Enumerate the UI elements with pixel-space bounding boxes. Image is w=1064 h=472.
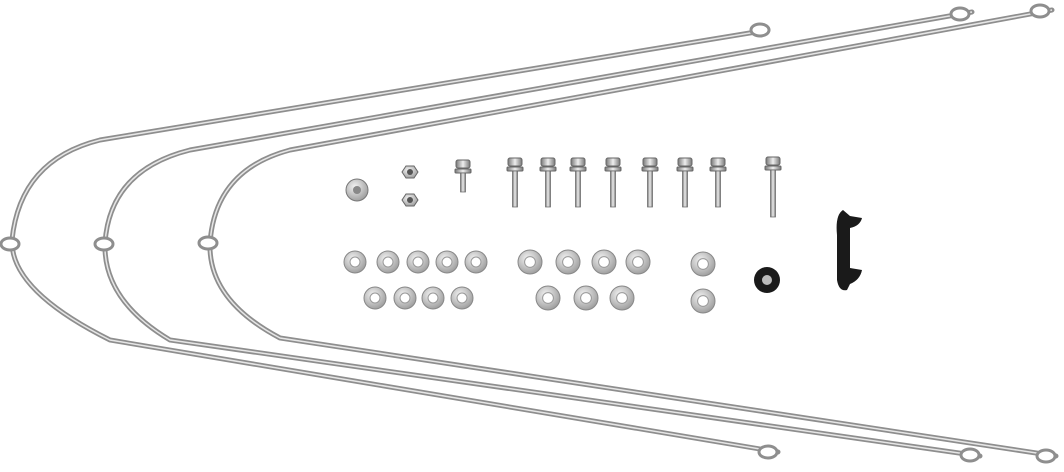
- small-washer-hole: [456, 292, 468, 304]
- screw-washer: [676, 166, 694, 172]
- hex-nut-hole: [407, 169, 413, 175]
- screw-head: [642, 157, 658, 167]
- small-washer-hole: [427, 292, 439, 304]
- long-screw-shaft: [770, 169, 776, 218]
- stay-eyelet: [749, 22, 771, 38]
- long-screw-washer: [764, 165, 782, 171]
- stay-eyelet: [1029, 3, 1051, 19]
- stay-eyelet: [949, 6, 971, 22]
- hex-nut-hole: [407, 197, 413, 203]
- screw-washer: [569, 166, 587, 172]
- spring-washer-hole: [632, 256, 644, 268]
- screw-shaft: [545, 170, 551, 208]
- screw-shaft: [610, 170, 616, 208]
- screw-washer: [709, 166, 727, 172]
- stay-eyelet: [1035, 448, 1057, 464]
- spring-washer-hole: [524, 256, 536, 268]
- screw-washer: [604, 166, 622, 172]
- stay-eyelet: [197, 235, 219, 251]
- spring-washer-hole: [542, 292, 554, 304]
- small-washer-hole: [382, 256, 394, 268]
- stay-eyelet: [93, 236, 115, 252]
- small-washer-hole: [412, 256, 424, 268]
- spring-washer-hole: [598, 256, 610, 268]
- screw-washer: [539, 166, 557, 172]
- flat-washer-hole: [697, 258, 709, 270]
- screw-shaft: [647, 170, 653, 208]
- flat-washer-hole: [697, 295, 709, 307]
- short-screw-shaft: [460, 172, 466, 193]
- screw-shaft: [575, 170, 581, 208]
- screw-head: [507, 157, 523, 167]
- screw-shaft: [512, 170, 518, 208]
- screw-head: [710, 157, 726, 167]
- spring-washer-hole: [616, 292, 628, 304]
- screw-head: [570, 157, 586, 167]
- long-screw-head: [765, 156, 781, 166]
- fender-stay-1: [9, 27, 781, 455]
- fender-stays: [0, 3, 1059, 464]
- screw-head: [677, 157, 693, 167]
- spring-washer-hole: [562, 256, 574, 268]
- screw-shaft: [715, 170, 721, 208]
- small-washer-hole: [369, 292, 381, 304]
- spring-washer-hole: [580, 292, 592, 304]
- small-washer-hole: [441, 256, 453, 268]
- screw-washer: [641, 166, 659, 172]
- screw-head: [605, 157, 621, 167]
- fender-stay-highlight: [209, 9, 1057, 457]
- small-washer-hole: [399, 292, 411, 304]
- screw-shaft: [682, 170, 688, 208]
- screw-head: [540, 157, 556, 167]
- small-washer-hole: [349, 256, 361, 268]
- screw-washer: [506, 166, 524, 172]
- short-screw-head: [455, 159, 471, 169]
- fender-stay-3: [207, 7, 1059, 459]
- large-washer-hole: [353, 186, 361, 194]
- stay-eyelet: [0, 236, 21, 252]
- short-screw-washer: [454, 168, 472, 174]
- mounting-hardware: [343, 156, 862, 314]
- stay-eyelet: [757, 444, 779, 460]
- rubber-clip: [836, 210, 862, 291]
- small-washer-hole: [470, 256, 482, 268]
- rubber-grommet-insert: [762, 275, 772, 285]
- stay-eyelet: [959, 447, 981, 463]
